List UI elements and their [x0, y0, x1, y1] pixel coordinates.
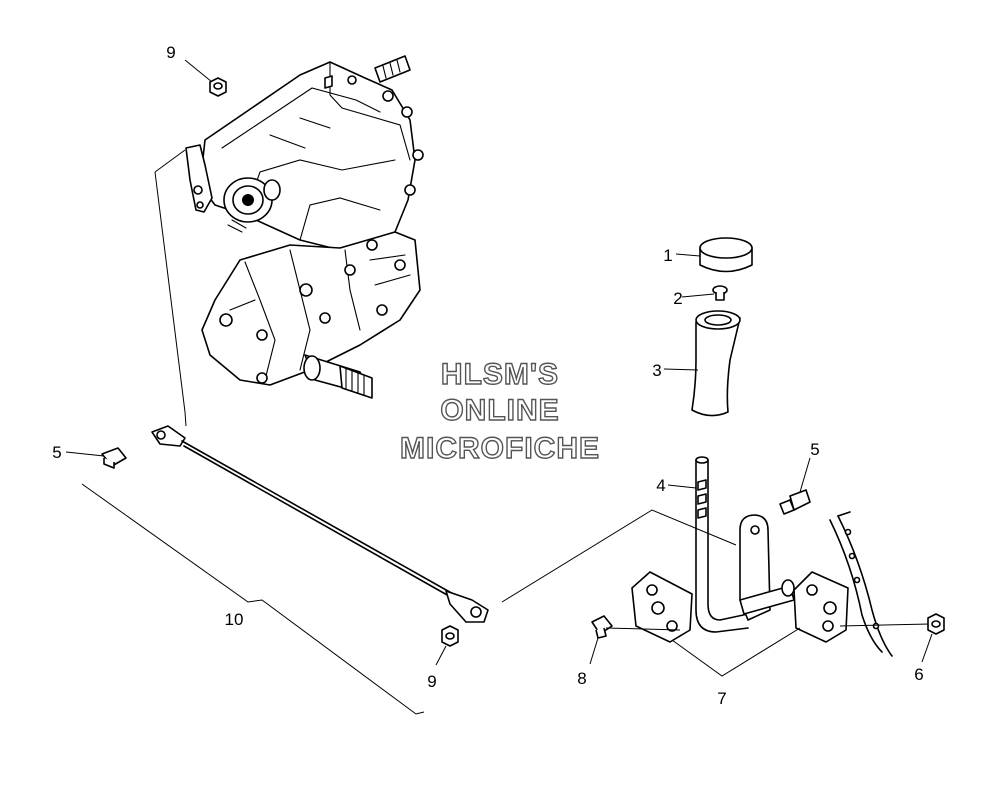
watermark: HLSM'S ONLINE MICROFICHE: [399, 357, 600, 465]
bolt-5-right: [779, 489, 811, 515]
leader-9b: [435, 645, 447, 666]
callout-10: 10: [225, 610, 244, 629]
callout-4: 4: [656, 476, 665, 495]
leader-3: [663, 368, 699, 371]
link-rod: [151, 425, 489, 623]
leader-9a: [184, 59, 213, 83]
cap-1: [699, 237, 753, 273]
callout-9-top: 9: [166, 43, 175, 62]
callout-5-right: 5: [810, 440, 819, 459]
callout-9-bottom: 9: [427, 672, 436, 691]
grip-3: [691, 310, 741, 417]
callout-3: 3: [652, 361, 661, 380]
screw-2: [712, 285, 728, 301]
callout-5-left: 5: [52, 443, 61, 462]
leader-2: [681, 293, 715, 298]
transmission-assembly: [185, 55, 424, 399]
nut-9-bottom: [441, 625, 459, 647]
leader-5a: [65, 451, 105, 457]
callout-2: 2: [673, 289, 682, 308]
leader-4: [667, 484, 697, 489]
plate-7-left: [631, 571, 693, 643]
leader-7: [671, 627, 801, 677]
nut-6: [927, 613, 945, 635]
leader-lever-link: [501, 509, 737, 603]
callout-6: 6: [914, 665, 923, 684]
leader-6: [921, 633, 933, 663]
plate-7-right: [793, 571, 849, 643]
bolt-5-left: [101, 447, 127, 469]
bracket-10: [81, 483, 425, 715]
nut-9-top: [209, 77, 227, 97]
leader-5b: [799, 457, 811, 493]
leader-plate-right: [839, 623, 931, 627]
watermark-line1: HLSM'S: [441, 358, 559, 391]
callout-7: 7: [717, 689, 726, 708]
leader-transmission-left: [154, 149, 187, 427]
leader-1: [675, 253, 701, 257]
frame-rail: [829, 511, 893, 657]
watermark-line3: MICROFICHE: [400, 432, 600, 465]
watermark-line2: ONLINE: [440, 394, 559, 427]
callout-1: 1: [663, 246, 672, 265]
leader-8: [589, 627, 681, 665]
shift-lever-4: [695, 456, 795, 633]
callout-8: 8: [577, 669, 586, 688]
bolt-8: [591, 615, 613, 639]
